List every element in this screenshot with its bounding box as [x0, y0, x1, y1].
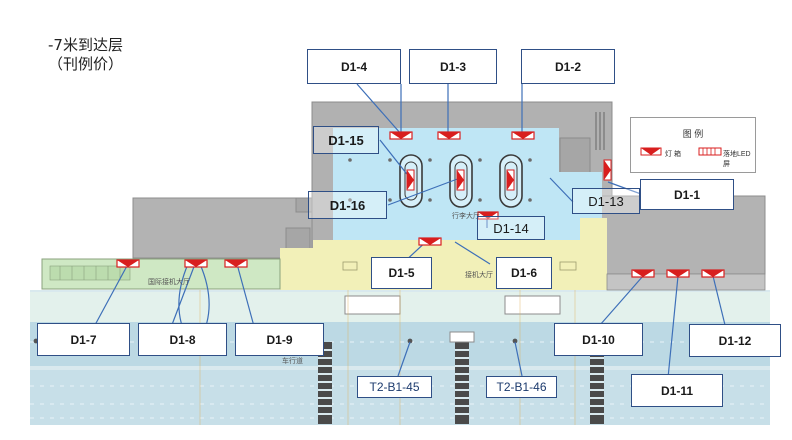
map-legend: 图 例 灯 箱 落地LED屏	[630, 117, 756, 173]
spot-label-d1-8[interactable]: D1-8	[138, 323, 227, 356]
spot-label-d1-6[interactable]: D1-6	[496, 257, 552, 289]
spot-label-d1-9[interactable]: D1-9	[235, 323, 324, 356]
leader-lines	[94, 83, 726, 379]
spot-label-d1-13[interactable]: D1-13	[572, 188, 640, 214]
driveway-name: 车行道	[282, 358, 303, 365]
spot-label-t2-b1-45[interactable]: T2-B1-45	[357, 376, 432, 398]
light-box-markers	[116, 131, 725, 278]
legend-led-screen-label: 落地LED屏	[723, 151, 751, 168]
spot-label-d1-7[interactable]: D1-7	[37, 323, 130, 356]
spot-label-d1-16[interactable]: D1-16	[308, 191, 387, 219]
spot-label-d1-2[interactable]: D1-2	[521, 49, 615, 84]
spot-label-d1-12[interactable]: D1-12	[689, 324, 781, 357]
spot-label-d1-10[interactable]: D1-10	[554, 323, 643, 356]
arrival-hall-area	[313, 240, 605, 290]
international-hall-name: 国际接机大厅	[148, 279, 190, 286]
spot-label-d1-11[interactable]: D1-11	[631, 374, 723, 407]
spot-label-d1-5[interactable]: D1-5	[371, 257, 432, 289]
title-pricing-note: （刊例价）	[48, 55, 124, 73]
spot-label-t2-b1-46[interactable]: T2-B1-46	[486, 376, 557, 398]
spot-label-d1-1[interactable]: D1-1	[640, 179, 734, 210]
page-title: -7米到达层 （刊例价）	[48, 36, 123, 74]
spot-label-d1-4[interactable]: D1-4	[307, 49, 401, 84]
baggage-hall-name: 行李大厅	[452, 213, 480, 220]
spot-label-d1-3[interactable]: D1-3	[409, 49, 497, 84]
legend-title: 图 例	[682, 129, 704, 139]
spot-label-d1-15[interactable]: D1-15	[313, 126, 379, 154]
legend-light-box-label: 灯 箱	[665, 151, 681, 158]
arrival-hall-name: 接机大厅	[465, 272, 493, 279]
spot-label-d1-14[interactable]: D1-14	[477, 216, 545, 240]
title-level: -7米到达层	[48, 36, 123, 54]
